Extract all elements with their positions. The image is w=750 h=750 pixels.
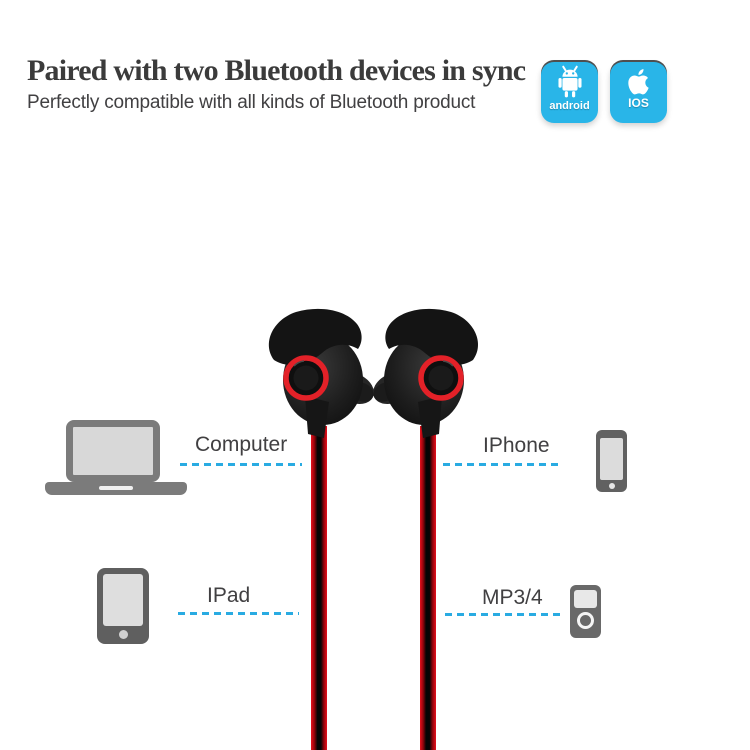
iphone-label: IPhone bbox=[483, 434, 550, 457]
tablet-home-button bbox=[118, 630, 128, 639]
android-badge: android bbox=[541, 62, 598, 123]
earbuds-product-image bbox=[268, 300, 500, 750]
ipad-label: IPad bbox=[207, 584, 251, 607]
smartphone-icon bbox=[596, 430, 627, 492]
left-earbud bbox=[268, 308, 374, 750]
ios-badge-label: IOS bbox=[628, 96, 649, 110]
android-badge-label: android bbox=[549, 100, 590, 112]
ipad-connector-line bbox=[178, 612, 299, 615]
laptop-screen bbox=[66, 420, 160, 482]
mp34-label: MP3/4 bbox=[482, 586, 543, 609]
android-robot-icon bbox=[557, 65, 582, 98]
laptop-icon bbox=[45, 418, 187, 495]
ios-badge: IOS bbox=[610, 62, 667, 123]
computer-connector-line bbox=[180, 463, 302, 466]
iphone-connector-line bbox=[443, 463, 563, 466]
mp3-player-screen bbox=[574, 590, 597, 608]
smartphone-home-button bbox=[608, 483, 615, 489]
right-earbud bbox=[368, 309, 478, 750]
page-subtitle: Perfectly compatible with all kinds of B… bbox=[27, 92, 476, 113]
page-title: Paired with two Bluetooth devices in syn… bbox=[27, 54, 526, 87]
apple-logo-icon bbox=[627, 69, 649, 95]
laptop-notch bbox=[99, 486, 133, 490]
mp3-player-click-wheel bbox=[577, 612, 594, 629]
computer-label: Computer bbox=[195, 433, 288, 456]
tablet-screen bbox=[103, 574, 143, 626]
smartphone-screen bbox=[600, 438, 623, 480]
tablet-icon bbox=[97, 568, 149, 644]
mp3-player-icon bbox=[570, 585, 601, 638]
left-cable bbox=[311, 426, 327, 750]
mp34-connector-line bbox=[445, 613, 563, 616]
